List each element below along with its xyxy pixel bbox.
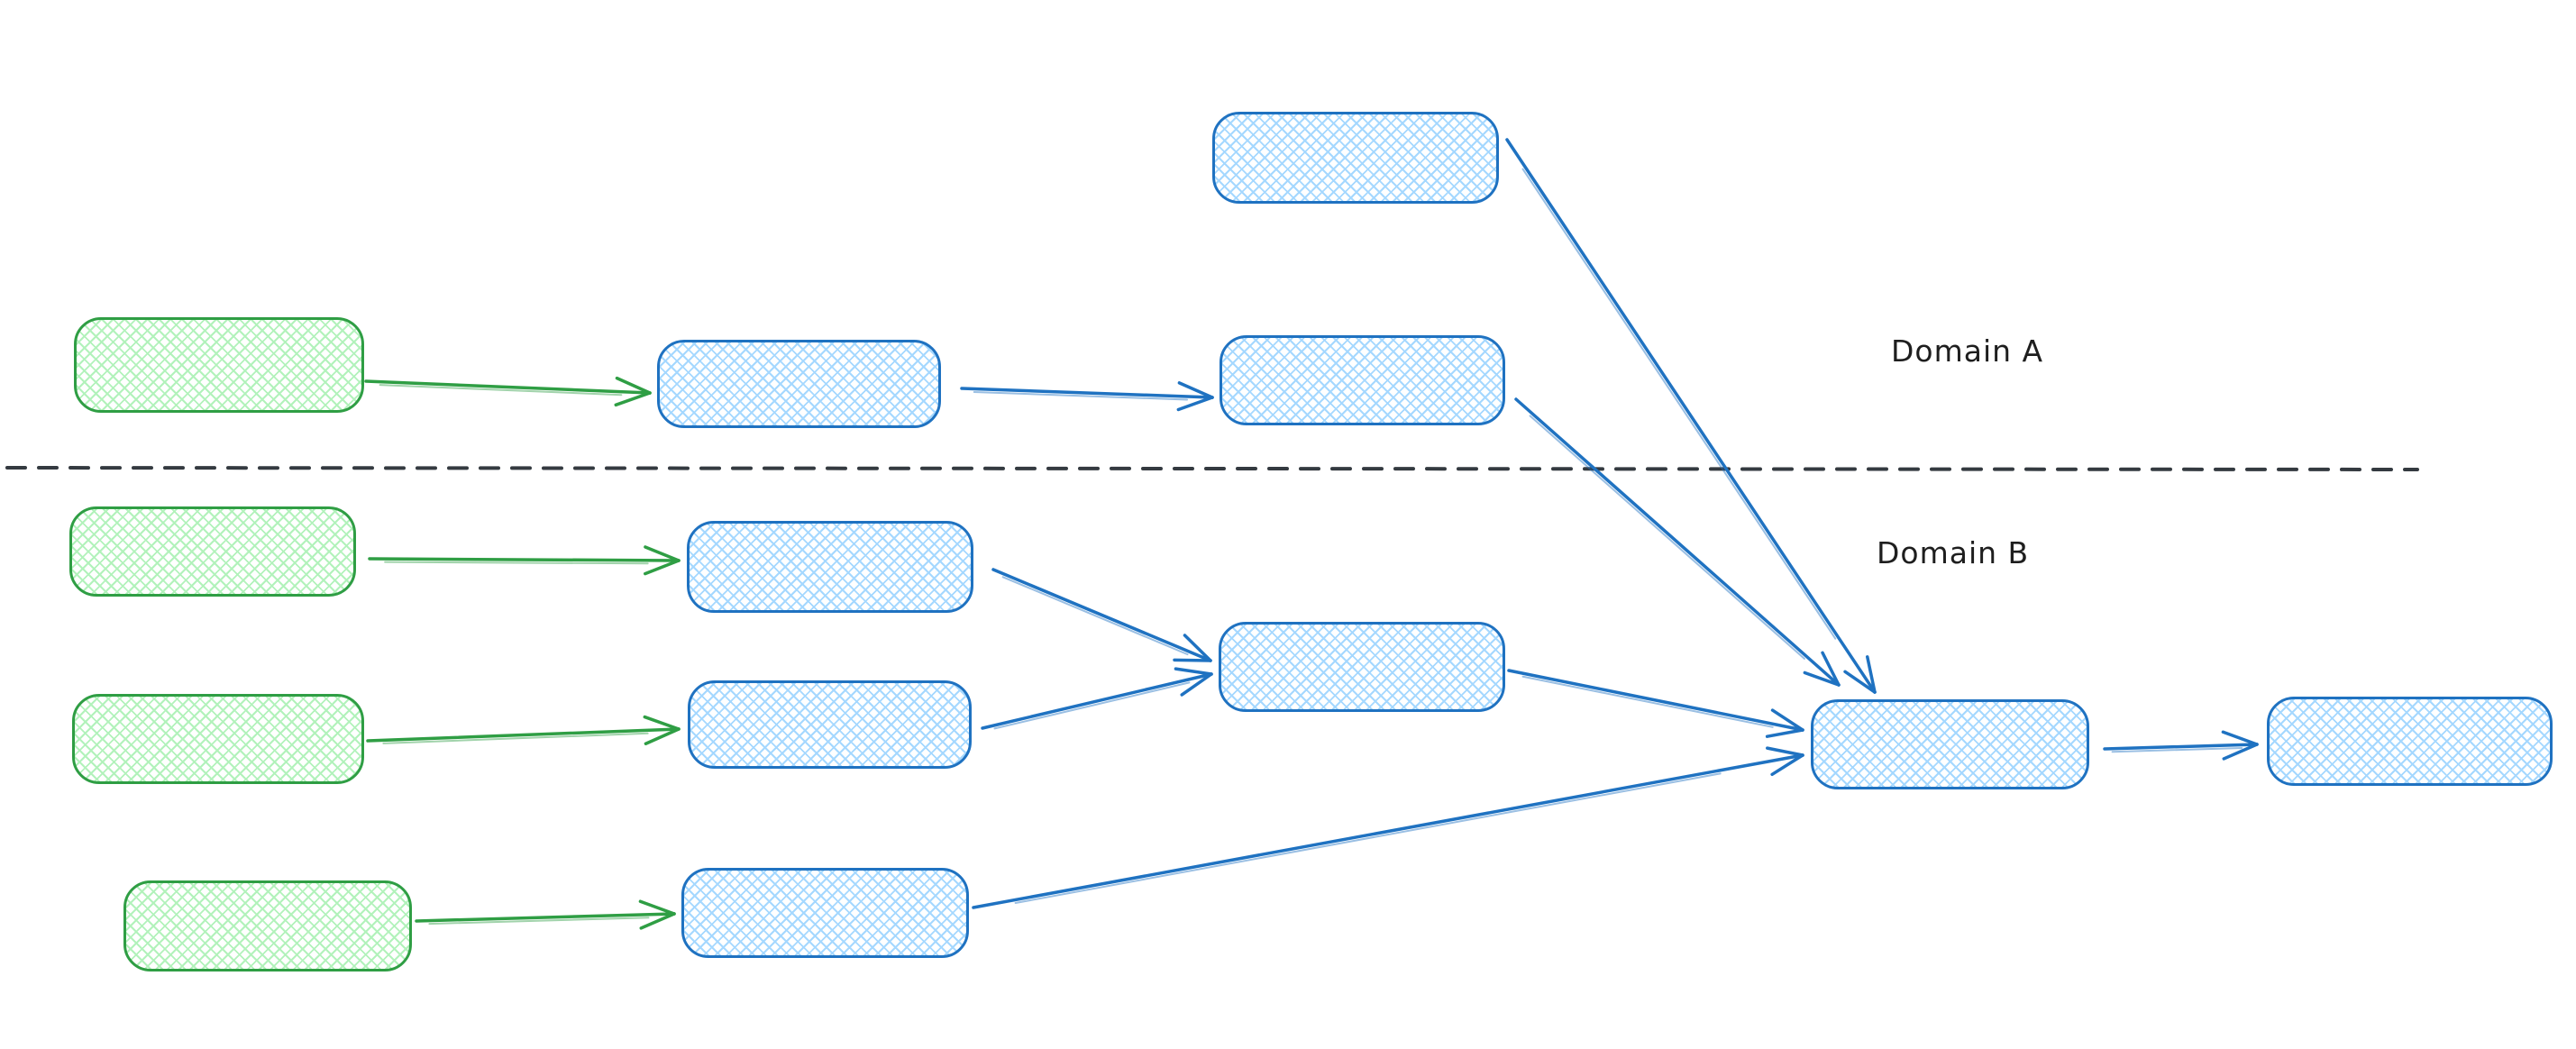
node-green-b-source-1[interactable] [69,506,356,597]
node-blue-b-merge[interactable] [1219,622,1505,712]
arrow-b-step-3-to-sink[interactable] [972,746,1804,909]
arrow-a-step-1-to-step-2[interactable] [960,381,1214,412]
domain-a-label[interactable]: Domain A [1891,333,2044,369]
arrow-green-b-source-2-to-step-2[interactable] [366,715,681,745]
node-green-a-source[interactable] [74,317,364,413]
arrow-b-step-2-to-merge[interactable] [981,667,1213,730]
node-green-b-source-2[interactable] [72,694,364,784]
arrow-b-merge-to-sink[interactable] [1507,669,1804,738]
node-blue-b-step-3[interactable] [681,868,969,958]
domain-b-label[interactable]: Domain B [1877,535,2030,570]
node-blue-b-step-1[interactable] [687,521,973,613]
node-blue-b-step-2[interactable] [688,680,972,769]
arrow-b-step-1-to-merge[interactable] [991,568,1212,662]
arrow-green-b-source-3-to-step-3[interactable] [415,899,676,930]
node-blue-a-step-1[interactable] [657,340,941,428]
arrow-green-b-source-1-to-step-1[interactable] [368,545,681,576]
domain-divider[interactable] [5,466,2419,471]
node-blue-output[interactable] [2267,697,2553,786]
node-blue-sink[interactable] [1811,699,2089,789]
arrow-green-a-source-to-step-1[interactable] [364,376,652,407]
arrow-a-step-2-to-sink[interactable] [1514,397,1841,687]
arrow-sink-to-output[interactable] [2103,730,2259,761]
arrow-a-top-to-sink[interactable] [1505,138,1877,694]
node-blue-a-top[interactable] [1212,112,1499,204]
node-green-b-source-3[interactable] [123,880,412,971]
node-blue-a-step-2[interactable] [1219,335,1505,425]
